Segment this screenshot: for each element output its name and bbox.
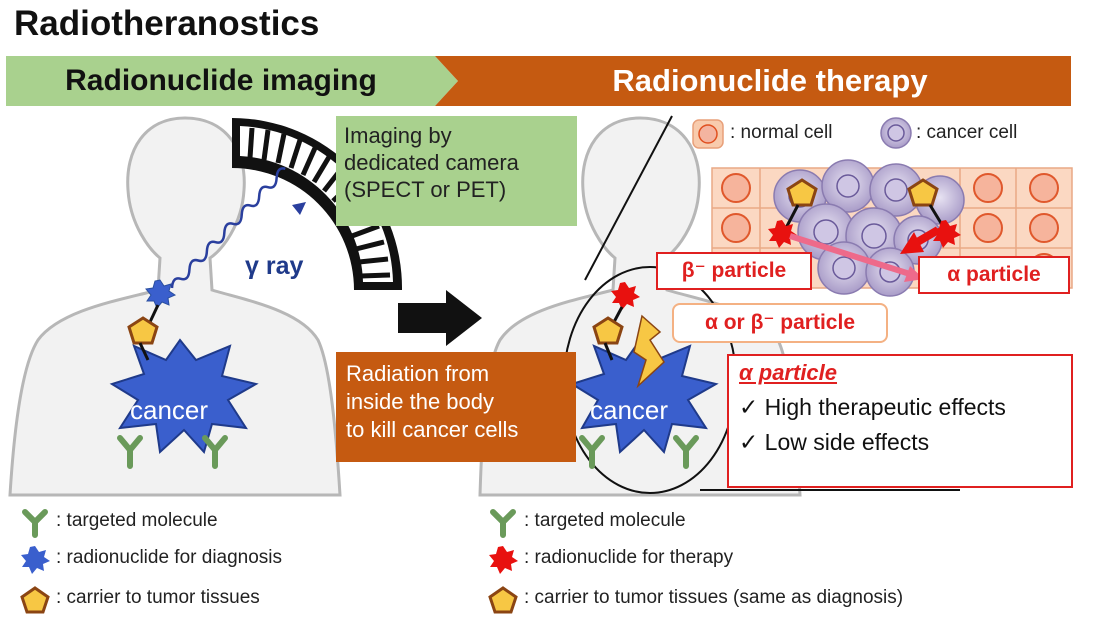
imaging-box-line-2: dedicated camera [344,150,519,175]
left-cancer-burst [109,338,259,455]
beta-particle-label: β⁻ particle [656,252,812,290]
right-legend-radionuclide: : radionuclide for therapy [524,547,734,568]
gamma-ray-arrowhead [292,202,306,215]
right-cancer-label: cancer [590,395,669,425]
left-cancer-label: cancer [130,395,209,425]
imaging-box-line-1: Imaging by [344,123,452,148]
radiation-lightning-bolt [633,314,665,389]
left-antibody-1 [117,435,143,469]
right-antibody-2 [673,435,699,469]
right-legend-targeted: : targeted molecule [524,510,686,531]
tissue-carrier-left [786,178,818,207]
left-legend-icons [20,509,50,614]
tissue-radionuclide-left [768,220,797,248]
imaging-camera-box: Imaging by dedicated camera (SPECT or PE… [336,116,577,226]
alpha-benefit-1: ✓ High therapeutic effects [739,394,1061,421]
blue-radionuclide-icon [145,279,177,309]
tissue-carrier-right [907,178,939,207]
gamma-ray-label: γ ray [245,252,304,280]
red-radionuclide-legend-icon [489,546,518,574]
left-carrier-pentagon [127,316,159,345]
left-antibody-2 [202,435,228,469]
imaging-box-line-3: (SPECT or PET) [344,177,507,202]
page-title: Radiotheranostics [14,4,320,43]
therapy-banner-label: Radionuclide therapy [612,63,928,98]
carrier-legend-icon [488,586,518,614]
alpha-benefit-2-text: Low side effects [764,429,930,455]
left-legend-radionuclide: : radionuclide for diagnosis [56,547,283,568]
blue-radionuclide-legend-icon [21,546,50,574]
alpha-benefit-2: ✓ Low side effects [739,429,1061,456]
alpha-benefits-heading: α particle [739,360,838,385]
cancer-cell-legend-label: : cancer cell [916,122,1018,143]
therapy-banner-bg [435,56,1071,106]
targeted-molecule-icon [490,509,516,538]
check-icon: ✓ [739,429,759,455]
left-linker [148,304,160,323]
gamma-ray-wave [170,167,286,289]
alpha-benefits-box: α particle ✓ High therapeutic effects ✓ … [727,354,1073,488]
right-antibody-1 [579,435,605,469]
normal-cell-legend-label: : normal cell [730,122,833,143]
alpha-benefit-1-text: High therapeutic effects [764,394,1006,420]
left-legend-targeted: : targeted molecule [56,510,218,531]
check-icon: ✓ [739,394,759,420]
beta-particle-arrow [789,233,911,277]
imaging-banner-bg [6,56,458,106]
radiation-box-line-2: inside the body [346,389,494,414]
right-legend-icons [488,509,518,614]
radiation-box-line-3: to kill cancer cells [346,417,519,442]
tissue-radionuclide-right [932,220,961,248]
right-legend-carrier: : carrier to tumor tissues (same as diag… [524,587,904,608]
red-radionuclide-icon [611,282,640,310]
left-legend-carrier: : carrier to tumor tissues [56,587,260,608]
transition-arrow [398,290,482,346]
radiation-box: Radiation from inside the body to kill c… [336,352,576,462]
zoom-line-top [584,115,673,281]
right-cancer-burst [569,338,719,455]
alpha-particle-label: α particle [918,256,1070,294]
carrier-legend-icon [20,586,50,614]
alpha-or-beta-label: α or β⁻ particle [672,303,888,343]
right-carrier-pentagon [592,316,624,345]
left-body-silhouette [8,116,342,497]
imaging-banner-label: Radionuclide imaging [65,64,377,97]
radiation-box-line-1: Radiation from [346,361,490,386]
targeted-molecule-icon [22,509,48,538]
